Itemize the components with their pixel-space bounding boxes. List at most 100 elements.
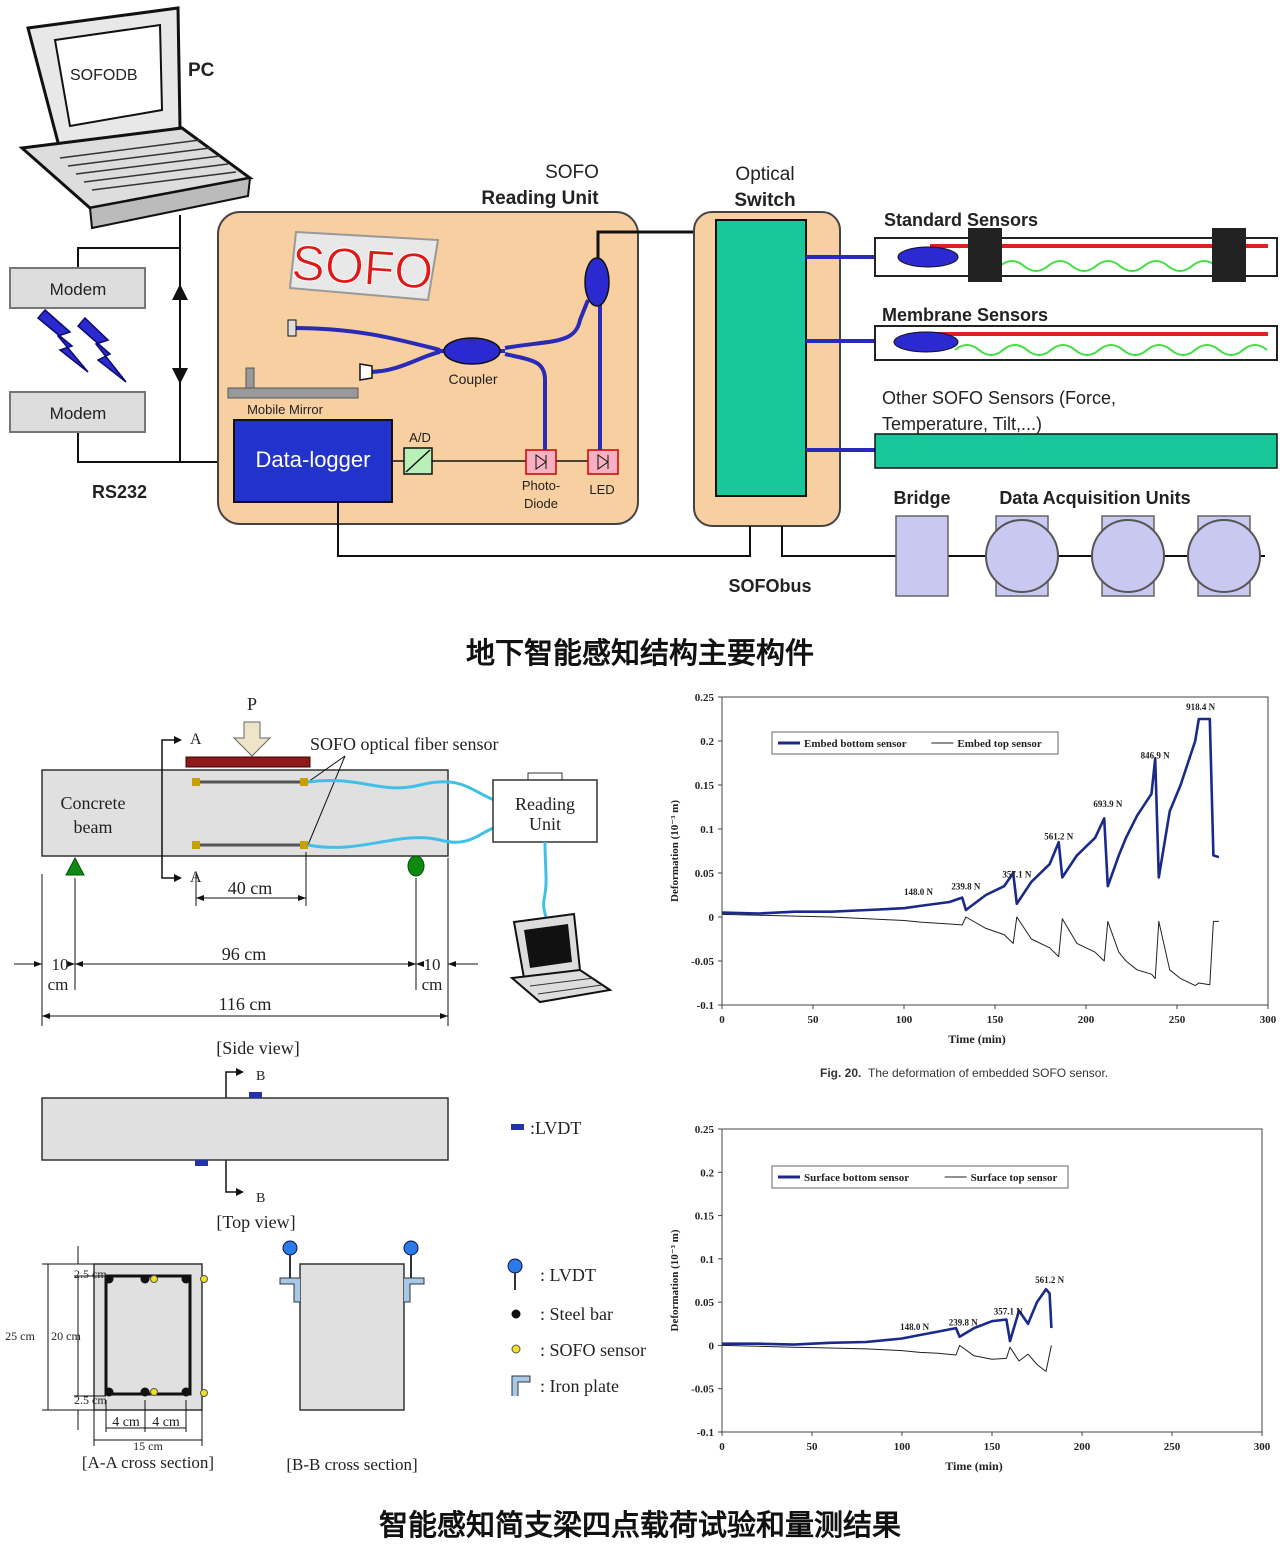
- legend-label: Surface bottom sensor: [804, 1172, 909, 1184]
- y-tick-label: -0.1: [697, 1000, 714, 1012]
- concrete-label-2: beam: [74, 817, 113, 837]
- dim-96: 96 cm: [222, 944, 267, 964]
- membrane-sensor-coupler-icon: [893, 331, 959, 353]
- lvdt-marker-top: [249, 1092, 262, 1098]
- other-sensors-bar: [874, 433, 1278, 469]
- pc-label: PC: [188, 60, 215, 81]
- data-label: 148.0 N: [900, 1322, 930, 1332]
- series-line-2: [721, 1344, 1052, 1372]
- bridge-box: [895, 515, 949, 597]
- x-axis-label: Time (min): [948, 1032, 1005, 1046]
- bb-section-label: [B-B cross section]: [286, 1455, 417, 1474]
- x-tick-label: 250: [1164, 1441, 1181, 1453]
- y-axis-label: Deformation (10⁻³ m): [669, 800, 681, 902]
- cross-section-aa: 2.5 cm 2.5 cm 25 cm 20 cm 4 cm 4 cm 15 c…: [5, 1246, 214, 1472]
- x-tick-label: 150: [984, 1441, 1001, 1453]
- dim-10-left-unit: cm: [48, 975, 69, 994]
- beam-side-view: P Concrete beam A A SOFO optical fiber s…: [14, 694, 613, 1058]
- iron-plate-right-icon: [404, 1277, 425, 1303]
- dim-10-left: 10: [52, 955, 69, 974]
- load-arrow-icon: [232, 721, 272, 757]
- y-axis-label: Deformation (10⁻³ m): [669, 1229, 681, 1331]
- y-tick-label: 0: [709, 912, 715, 924]
- y-tick-label: 0.15: [695, 780, 715, 792]
- top-view-label: [Top view]: [216, 1212, 295, 1232]
- sensor-cable-bottom: [307, 826, 495, 849]
- legend-label: Surface top sensor: [971, 1172, 1058, 1184]
- x-tick-label: 250: [1169, 1014, 1186, 1026]
- series-line-2: [721, 913, 1219, 987]
- laptop-icon: [509, 912, 613, 1004]
- sofo-logo-text: SOFO: [290, 234, 435, 300]
- concrete-label-1: Concrete: [61, 793, 126, 813]
- arrow-up-icon: [172, 284, 188, 300]
- x-axis-label: Time (min): [945, 1459, 1002, 1473]
- y-tick-label: 0.1: [700, 824, 714, 836]
- x-tick-label: 300: [1254, 1441, 1271, 1453]
- x-tick-label: 200: [1074, 1441, 1091, 1453]
- dim-15: 15 cm: [133, 1439, 163, 1453]
- y-tick-label: 0.25: [695, 692, 715, 704]
- optical-switch-title-1: Optical: [735, 164, 794, 185]
- standard-sensors-label: Standard Sensors: [884, 210, 1038, 230]
- x-tick-label: 100: [894, 1441, 911, 1453]
- caption-beam-test-results: 智能感知简支梁四点载荷试验和量测结果: [378, 1508, 901, 1542]
- optical-switch-title-2: Switch: [734, 190, 795, 211]
- x-tick-label: 0: [719, 1014, 725, 1026]
- x-tick-label: 50: [808, 1014, 820, 1026]
- dim-40: 40 cm: [228, 878, 273, 898]
- sofo-sensor-legend-icon: [511, 1344, 521, 1354]
- sofo-logo: SOFO: [288, 230, 440, 302]
- modem-label-1: Modem: [50, 280, 107, 299]
- photodiode-icon: [525, 449, 557, 475]
- beam-top-rect: [41, 1097, 449, 1161]
- x-tick-label: 100: [896, 1014, 913, 1026]
- rs232-label: RS232: [92, 482, 147, 502]
- lvdt-marker-bottom: [195, 1160, 208, 1166]
- legend-label: Embed top sensor: [957, 738, 1041, 750]
- dim-2-5-bottom: 2.5 cm: [74, 1393, 107, 1407]
- embedded-sensor-bottom: [192, 841, 308, 849]
- bridge-label: Bridge: [893, 488, 950, 508]
- sofobus-label: SOFObus: [728, 576, 811, 596]
- x-tick-label: 0: [719, 1441, 725, 1453]
- legend-box: [771, 1165, 1069, 1189]
- daq-unit-2: [1091, 515, 1165, 597]
- dim-116: 116 cm: [219, 994, 272, 1014]
- standard-sensor-coupler-icon: [897, 246, 959, 268]
- side-view-label: [Side view]: [216, 1038, 299, 1058]
- y-tick-label: -0.05: [691, 956, 714, 968]
- dim-10-right-unit: cm: [422, 975, 443, 994]
- legend-iron: : Iron plate: [540, 1376, 619, 1396]
- photodiode-label-2: Diode: [524, 496, 558, 511]
- dim-20: 20 cm: [51, 1329, 81, 1343]
- reading-unit-label-1: Reading: [515, 794, 575, 814]
- other-sensors-label-2: Temperature, Tilt,...): [882, 414, 1042, 434]
- pc-screen-text: SOFODB: [70, 67, 138, 84]
- optical-switch-core: [715, 219, 807, 497]
- data-label: 148.0 N: [904, 887, 934, 897]
- legend-sofo: : SOFO sensor: [540, 1340, 646, 1360]
- legend-label: Embed bottom sensor: [804, 738, 907, 750]
- legend-lvdt: : LVDT: [540, 1265, 596, 1285]
- daq-unit-1: [985, 515, 1059, 597]
- fig20-caption-prefix: Fig. 20.: [820, 1066, 861, 1080]
- modem-label-2: Modem: [50, 404, 107, 423]
- sofo-sensor-label: SOFO optical fiber sensor: [310, 734, 498, 754]
- x-tick-label: 150: [987, 1014, 1004, 1026]
- photodiode-label-1: Photo-: [522, 478, 560, 493]
- coupler-icon: [443, 337, 501, 365]
- ad-label: A/D: [409, 430, 431, 445]
- daq-unit-3: [1187, 515, 1261, 597]
- y-tick-label: 0.2: [700, 736, 714, 748]
- lightning-icon-1: [36, 308, 89, 373]
- iron-plate-left-icon: [279, 1277, 300, 1303]
- lightning-icon-2: [76, 316, 127, 383]
- lens-icon: [359, 363, 373, 381]
- beam-top-view: B B [Top view] :LVDT: [41, 1068, 581, 1232]
- pc-laptop-icon: [18, 6, 254, 230]
- data-label: 239.8 N: [949, 1318, 979, 1328]
